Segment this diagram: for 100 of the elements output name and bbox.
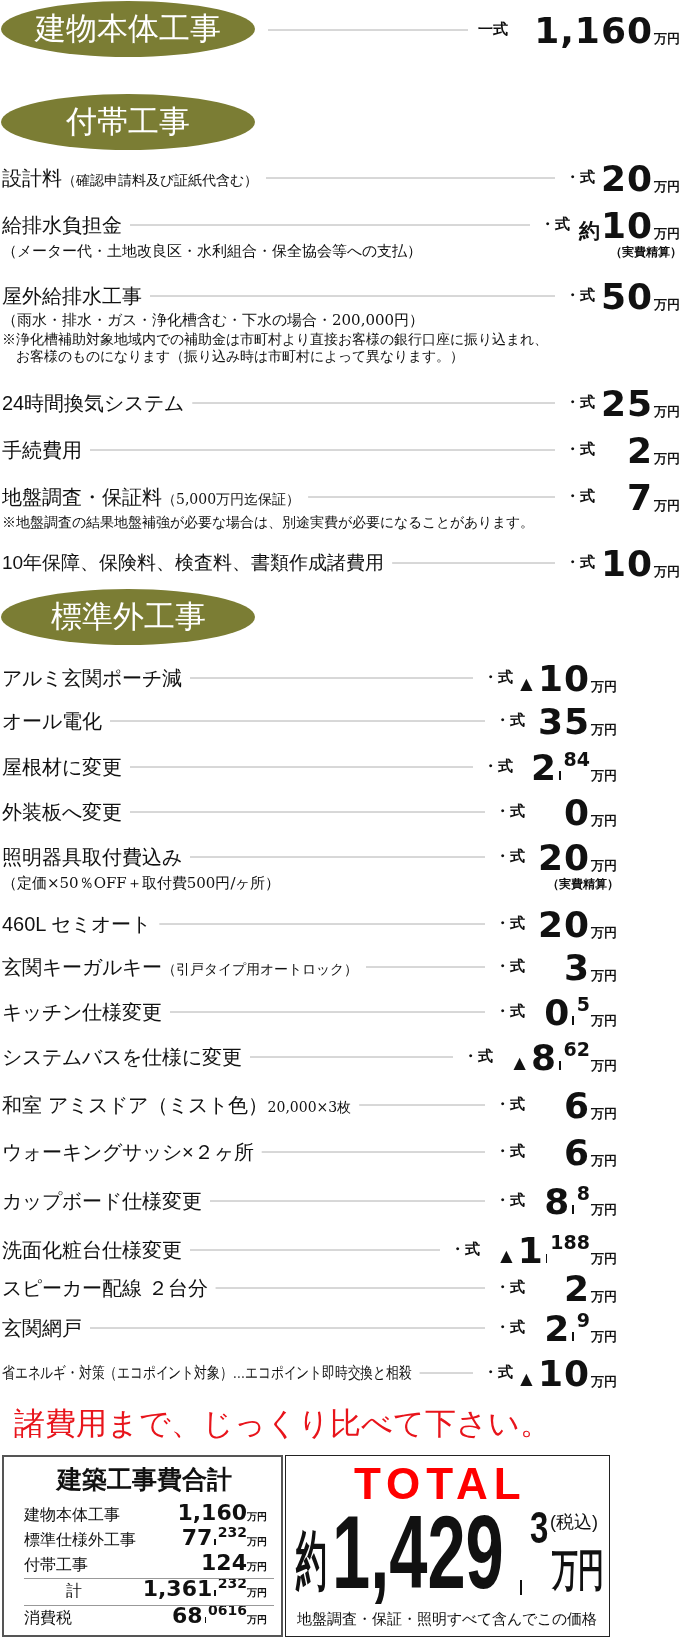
quantity-label: ・式 — [495, 1002, 525, 1020]
approx-mark: 約 — [296, 1528, 327, 1593]
currency-unit: 万円 — [247, 1562, 267, 1572]
quantity-label: ・式 — [495, 1142, 525, 1160]
table-amount: 1,361 — [142, 1578, 213, 1600]
row-label: 標準仕様外工事 — [24, 1530, 136, 1550]
currency-unit: 万円 — [591, 769, 617, 782]
currency-unit: 万円 — [591, 1290, 617, 1303]
price-amount: 10 — [537, 661, 590, 697]
item-name: 洗面化粧台仕様変更 — [2, 1238, 182, 1263]
currency-unit: 万円 — [591, 926, 617, 939]
quantity-label: ・式 — [495, 711, 525, 729]
item-detail: 20,000×3枚 — [267, 1099, 352, 1117]
price-amount: 8 — [544, 1184, 571, 1220]
price-amount: 6 — [563, 1088, 590, 1124]
quantity-label: ・式 — [495, 1318, 525, 1336]
currency-unit: 万円 — [591, 1107, 617, 1120]
currency-unit: 万円 — [654, 499, 680, 512]
quantity-label: ・式 — [565, 393, 595, 411]
item-name: 設計料 — [2, 166, 62, 191]
price-amount: 1 — [517, 1233, 544, 1269]
total-decimal: 3 — [530, 1506, 549, 1550]
row-label: 計 — [66, 1581, 82, 1601]
price-amount: 10 — [600, 208, 653, 244]
currency-unit: 万円 — [654, 298, 680, 311]
currency-unit: 万円 — [247, 1615, 267, 1625]
item-name: 屋外給排水工事 — [2, 284, 142, 309]
currency-unit: 万円 — [591, 1252, 617, 1265]
price-amount: 2 — [544, 1311, 571, 1347]
price-amount: 7 — [626, 480, 653, 516]
section-heading: 付帯工事 — [66, 105, 190, 137]
currency-unit: 万円 — [552, 1548, 604, 1593]
item-name: 10年保障、保険料、検査料、書類作成諸費用 — [2, 551, 385, 575]
currency-unit: 万円 — [247, 1512, 267, 1522]
currency-unit: 万円 — [247, 1537, 267, 1547]
item-name: 省エネルギ・対策（エコポイント対象）…エコポイント即時交換と相殺 — [2, 1363, 412, 1383]
item-name: システムバスを仕様に変更 — [2, 1045, 242, 1070]
currency-unit: 万円 — [654, 227, 680, 240]
quantity-label: ・式 — [565, 440, 595, 458]
tax-note: (税込) — [550, 1512, 598, 1534]
price-amount: 20 — [537, 840, 590, 876]
item-name: 24時間換気システム — [2, 391, 185, 416]
quantity-label: ・式 — [495, 802, 525, 820]
item-name: 玄関キーガルキー — [2, 955, 162, 980]
quantity-label: ・式 — [565, 168, 595, 186]
panel-title: 建築工事費合計 — [55, 1464, 233, 1495]
price-amount: 0 — [563, 795, 590, 831]
price-prefix: 約 — [578, 220, 600, 241]
item-name: オール電化 — [2, 709, 102, 734]
quantity-label: ・式 — [495, 1191, 525, 1209]
quantity-label: ・式 — [463, 1047, 493, 1065]
quantity-label: ・式 — [483, 757, 513, 775]
currency-unit: 万円 — [591, 1154, 617, 1167]
item-name: 460L セミオート — [2, 912, 152, 937]
quantity-label: ・式 — [495, 1278, 525, 1296]
quantity-label: ・式 — [495, 957, 525, 975]
item-name: 地盤調査・保証料 — [2, 485, 162, 510]
price-fraction: 8 — [576, 1184, 590, 1203]
quantity-label: ・式 — [495, 847, 525, 865]
price-fraction: 62 — [563, 1040, 590, 1059]
price-amount: 25 — [600, 386, 653, 422]
price-note: （実費精算） — [610, 244, 681, 261]
price-prefix: ▲ — [516, 673, 537, 694]
quantity-label: ・式 — [483, 668, 513, 686]
currency-unit: 万円 — [654, 452, 680, 465]
quantity-label: ・式 — [565, 286, 595, 304]
item-detail: （定価×50％OFF＋取付費500円/ヶ所） — [2, 874, 281, 892]
currency-unit: 万円 — [591, 680, 617, 693]
quantity-label: ・式 — [495, 914, 525, 932]
quantity-label: ・式 — [483, 1363, 513, 1381]
currency-unit: 万円 — [591, 859, 617, 872]
item-name: 屋根材に変更 — [2, 755, 122, 780]
quantity-label: ・式 — [495, 1095, 525, 1113]
headline: 諸費用まで、じっくり比べて下さい。 — [14, 1404, 551, 1443]
item-detail: （確認申請料及び証紙代含む） — [62, 172, 258, 190]
item-detail: （引戸タイプ用オートロック） — [162, 961, 358, 979]
price-amount: 2 — [563, 1271, 590, 1307]
table-amount: 1,160 — [177, 1502, 247, 1524]
price-amount: 8 — [531, 1040, 558, 1076]
section-heading: 標準外工事 — [50, 600, 206, 632]
price-fraction: 9 — [576, 1311, 590, 1330]
currency-unit: 万円 — [591, 814, 617, 827]
currency-unit: 万円 — [591, 723, 617, 736]
item-detail: （雨水・排水・ガス・浄化槽含む・下水の場合・200,000円） — [2, 311, 425, 329]
currency-unit: 万円 — [591, 1059, 617, 1072]
footnote: ※浄化槽補助対象地域内での補助金は市町村より直接お客様の銀行口座に振り込まれ、お客様のものになります（振り込み時は市町村によって異なります。） — [2, 331, 549, 365]
quantity-label: ・式 — [450, 1240, 480, 1258]
price-prefix: ▲ — [516, 1368, 537, 1389]
price-amount: 2 — [531, 750, 558, 786]
quantity-label: 一式 — [478, 20, 508, 38]
price-amount: 0 — [544, 995, 571, 1031]
item-detail: （5,000万円迄保証） — [162, 491, 301, 509]
price-note: （実費精算） — [547, 876, 619, 893]
table-amount: 124 — [201, 1552, 247, 1574]
item-name: 手続費用 — [2, 438, 82, 463]
footnote: ※地盤調査の結果地盤補強が必要な場合は、別途実費が必要になることがあります。 — [2, 514, 535, 531]
item-detail: （メーター代・土地改良区・水利組合・保全協会等への支払） — [2, 242, 422, 260]
item-name: 照明器具取付費込み — [2, 845, 182, 870]
price-note: 地盤調査・保証・照明すべて含んでこの価格 — [296, 1610, 598, 1629]
item-name: 玄関網戸 — [2, 1316, 82, 1341]
